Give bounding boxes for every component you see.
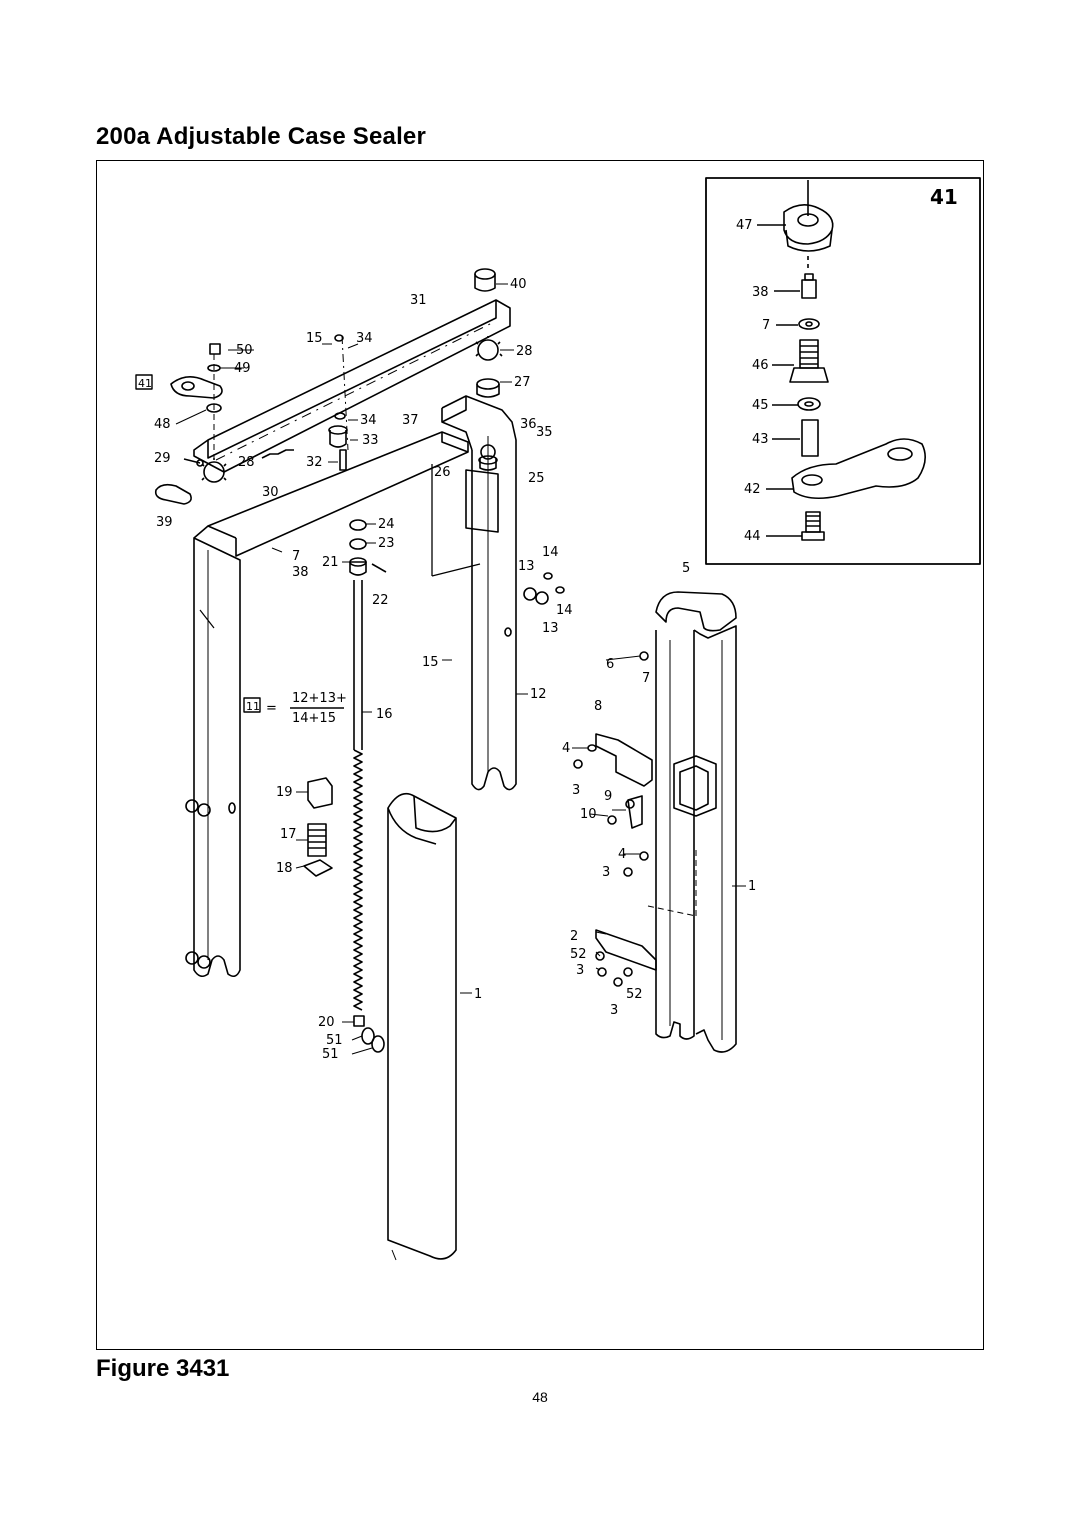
callout: 34	[360, 413, 377, 428]
page-title: 200a Adjustable Case Sealer	[96, 123, 427, 150]
callout: 8	[594, 699, 602, 714]
callout: 24	[378, 517, 395, 532]
callout: 1	[748, 879, 756, 894]
callout: 12	[530, 687, 547, 702]
figure-caption: Figure 3431	[96, 1355, 230, 1382]
nut-33	[328, 334, 348, 471]
callout: 37	[402, 413, 419, 428]
callout: 51	[322, 1047, 339, 1062]
callout: 3	[576, 963, 584, 978]
callout: 3	[610, 1003, 618, 1018]
subassembly-numerator: 12+13+	[292, 691, 347, 706]
callout: 45	[752, 398, 769, 413]
callout: 50	[236, 343, 253, 358]
callout: 21	[322, 555, 339, 570]
callout: 25	[528, 471, 545, 486]
callout: 17	[280, 827, 297, 842]
callout: 51	[326, 1033, 343, 1048]
callout: 13	[518, 559, 535, 574]
spring-assembly	[303, 777, 333, 877]
callout: 10	[580, 807, 597, 822]
callout: 52	[570, 947, 587, 962]
threaded-rod-16	[349, 519, 387, 1053]
subassembly-equals: =	[266, 701, 277, 716]
callout: 28	[238, 455, 255, 470]
callout: 13	[542, 621, 559, 636]
callout: 41	[138, 377, 152, 390]
callout: 26	[434, 465, 451, 480]
left-column-frame	[185, 431, 469, 978]
callout: 32	[306, 455, 323, 470]
callout: 29	[154, 451, 171, 466]
callout: 6	[606, 657, 614, 672]
callout: 7	[292, 549, 300, 564]
cap-40	[474, 268, 496, 292]
ref-box-11	[243, 697, 261, 713]
inset-label: 41	[930, 185, 958, 209]
callout: 5	[682, 561, 690, 576]
callout: 9	[604, 789, 612, 804]
callout: 30	[262, 485, 279, 500]
collar-27	[476, 378, 500, 390]
callout: 33	[362, 433, 379, 448]
callout: 14	[556, 603, 573, 618]
subassembly-denominator: 14+15	[292, 711, 336, 726]
callout: 38	[752, 285, 769, 300]
right-frame-5	[573, 591, 737, 1053]
callout: 31	[410, 293, 427, 308]
callout: 52	[626, 987, 643, 1002]
hinge-group-left	[154, 343, 294, 505]
callout: 15	[422, 655, 439, 670]
callout: 47	[736, 218, 753, 233]
crossbar-31	[193, 299, 511, 473]
inset-detail-41	[705, 177, 981, 565]
callout: 40	[510, 277, 527, 292]
callout: 36	[520, 417, 537, 432]
callout-leaders	[175, 283, 746, 1055]
callout: 3	[602, 865, 610, 880]
subassembly-tag: 11	[246, 700, 260, 713]
callout: 48	[154, 417, 171, 432]
callout: 7	[762, 318, 770, 333]
callout: 46	[752, 358, 769, 373]
exploded-parts-diagram: 41 47 38 7 46 45 43 42 44 50 49 41 48 29…	[135, 177, 981, 1261]
callout: 39	[156, 515, 173, 530]
callout: 23	[378, 536, 395, 551]
callout: 1	[474, 987, 482, 1002]
right-column-12	[431, 395, 565, 791]
callout: 7	[642, 671, 650, 686]
callout: 4	[618, 847, 626, 862]
callout: 16	[376, 707, 393, 722]
callout: 42	[744, 482, 761, 497]
callout: 3	[572, 783, 580, 798]
callout: 15	[306, 331, 323, 346]
callout: 20	[318, 1015, 335, 1030]
callout: 18	[276, 861, 293, 876]
callout: 35	[536, 425, 553, 440]
ref-box-41	[135, 374, 153, 390]
sprocket-28-right	[475, 336, 503, 361]
callout: 43	[752, 432, 769, 447]
callout: 4	[562, 741, 570, 756]
callout: 19	[276, 785, 293, 800]
callout: 44	[744, 529, 761, 544]
callout: 34	[356, 331, 373, 346]
callout: 14	[542, 545, 559, 560]
callout: 49	[234, 361, 251, 376]
cover-1-center	[387, 792, 457, 1261]
callout: 2	[570, 929, 578, 944]
callout: 38	[292, 565, 309, 580]
page-number: 48	[532, 1389, 548, 1405]
callout: 22	[372, 593, 389, 608]
callout: 28	[516, 344, 533, 359]
callout: 27	[514, 375, 531, 390]
diagram-frame	[96, 160, 984, 1350]
